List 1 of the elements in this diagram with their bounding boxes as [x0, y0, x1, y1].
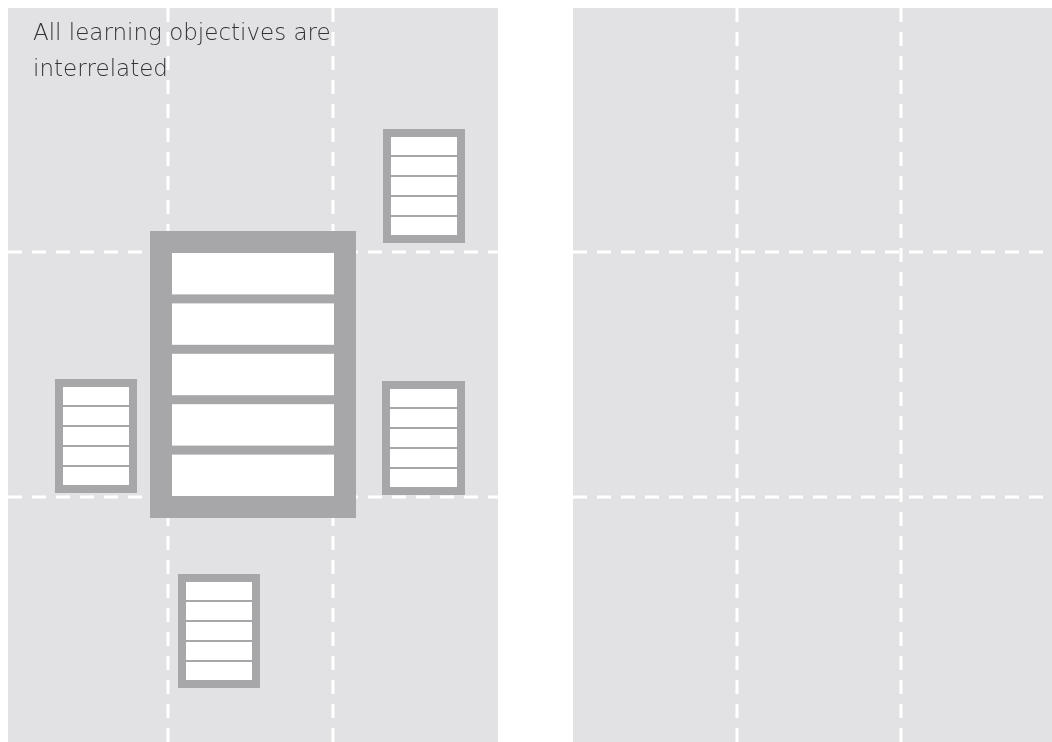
diagram-label: All learning objectives are interrelated — [33, 18, 332, 83]
